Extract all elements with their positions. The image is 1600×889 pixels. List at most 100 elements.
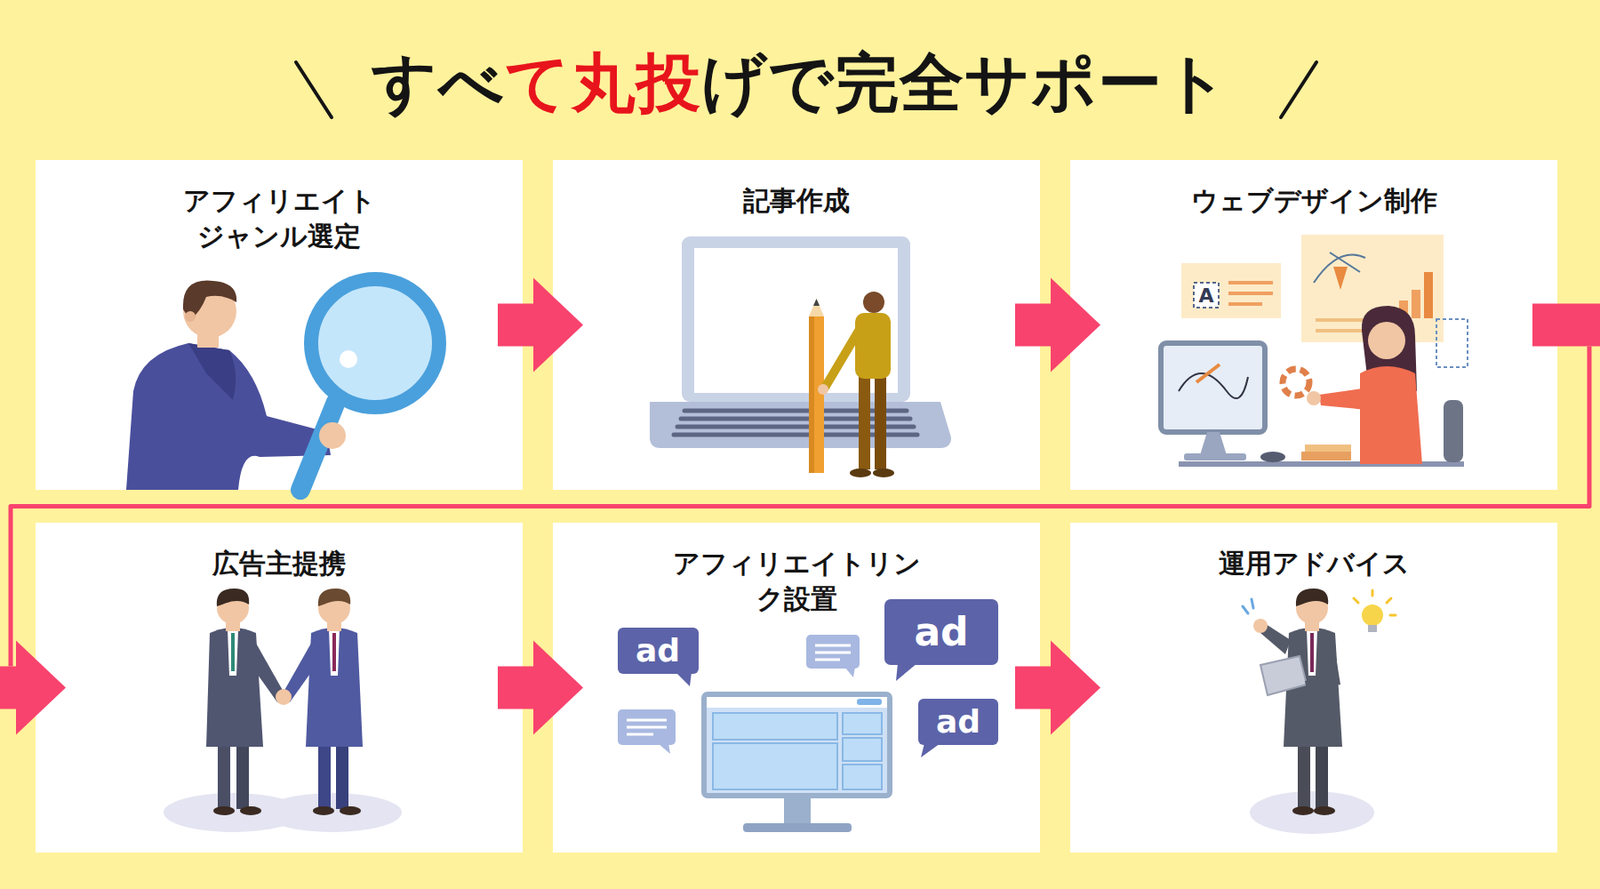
handshake-men-part [217,737,231,809]
step-panel: 記事作成 [552,160,1040,490]
arrow-shaft [1015,666,1053,710]
advisor-man-part-part [1390,614,1396,617]
laptop-writer-part [681,236,911,402]
laptop-writer-part [694,248,898,393]
arrow-head [1050,278,1101,373]
handshake-men-part [318,588,351,607]
advisor-man-part [1242,599,1254,614]
web-designer-part [1301,451,1352,461]
magnifier-man-part [184,311,196,322]
handshake-men-part [216,588,249,607]
handshake-men-part [213,806,235,816]
laptop-writer-part [649,401,952,448]
advisor-man-part [1306,629,1318,676]
web-designer-part [1193,282,1219,308]
ad-monitor-part [657,743,671,754]
web-designer-part [1304,444,1352,452]
ad-monitor-part [704,694,890,796]
handshake-men-part [339,806,361,816]
arrow-head [1050,640,1101,736]
ad-badge: ad [913,612,968,652]
ad-monitor-part [706,696,888,708]
handshake-men-part [336,737,349,809]
handshake-men-part [275,688,292,705]
ad-monitor [617,599,999,832]
step-heading: 記事作成 [663,183,930,219]
laptop-writer [649,236,952,478]
web-designer-part [1436,319,1468,368]
web-designer-part [1443,400,1464,463]
title-slashes-part [1280,62,1317,118]
web-designer-part [1260,451,1286,463]
magnifier-man-part [188,343,236,400]
handshake-men-part [240,806,262,816]
handshake-men-part [227,629,239,676]
ad-monitor-part-part [815,651,851,655]
laptop-writer-part [808,298,824,317]
ad-monitor-part [743,823,852,832]
ad-monitor-part [617,627,699,674]
ad-monitor-part [712,712,838,740]
arrow-shaft [0,666,18,710]
ad-monitor-part [675,672,692,687]
web-designer-part [1282,368,1310,396]
advisor-man-part-part [1353,598,1359,603]
arrow-shaft [1015,304,1053,347]
web-designer-part [1184,453,1247,461]
step-heading: 広告主提携 [145,545,413,582]
panel-ground [35,522,523,853]
flow-arrow [497,640,584,736]
ad-monitor-part-part [815,644,851,648]
arrow-head [16,640,66,736]
ad-monitor-part [884,599,999,665]
laptop-writer-part [808,316,815,473]
laptop-writer-part [874,373,887,470]
step-panel: 広告主提携 [35,522,523,853]
page-title: すべて丸投げで完全サポート [0,40,1600,127]
laptop-writer-part [858,373,871,470]
step-heading: アフィリエイトリンク設置 [659,545,935,617]
laptop-writer-part [817,384,829,395]
web-designer-part [1360,366,1423,464]
web-designer-part [1196,364,1220,383]
flow-arrow [497,278,584,373]
laptop-writer-part [824,330,859,388]
arrow-head [533,278,584,373]
advisor-man [1242,588,1396,834]
web-designer-part [1333,266,1348,290]
step-heading: 運用アドバイス [1153,545,1474,582]
handshake-men-part [318,737,331,809]
magnifier-man-part [311,279,440,408]
title-segment: て丸投 [504,45,702,120]
ad-monitor-part-part [626,719,667,722]
laptop-writer-part [855,312,891,379]
advisor-man-part-part [1371,590,1375,596]
panel-ground [35,160,523,490]
laptop-writer-part [808,316,824,473]
web-designer-part-part [1228,280,1273,285]
advisor-man-part-part [1386,598,1392,603]
magnifier-man-part [319,422,346,449]
step-panel: 運用アドバイス [1070,522,1558,853]
step-panel: アフィリエイトジャンル選定 [35,160,523,490]
web-designer [1160,234,1468,464]
arrow-shaft [497,304,536,347]
advisor-man-part [1260,656,1307,696]
handshake-men-part [236,737,249,809]
web-designer-part [1411,289,1421,319]
panel-ground [552,160,1040,490]
magnifier-man [126,279,440,490]
advisor-man-part [1310,632,1314,672]
advisor-man-part [1292,806,1314,816]
flow-arrow [1015,278,1101,373]
step-panel: アフィリエイトリンク設置 [552,522,1040,853]
arrow-shaft [10,346,1590,667]
arrow-head [533,640,584,736]
arrow-shaft [497,666,536,710]
ad-monitor-part [920,743,941,758]
laptop-writer-part [863,291,885,313]
handshake-men-part [328,629,340,676]
advisor-man-part-part [1251,599,1254,608]
ad-monitor-part [784,798,811,825]
